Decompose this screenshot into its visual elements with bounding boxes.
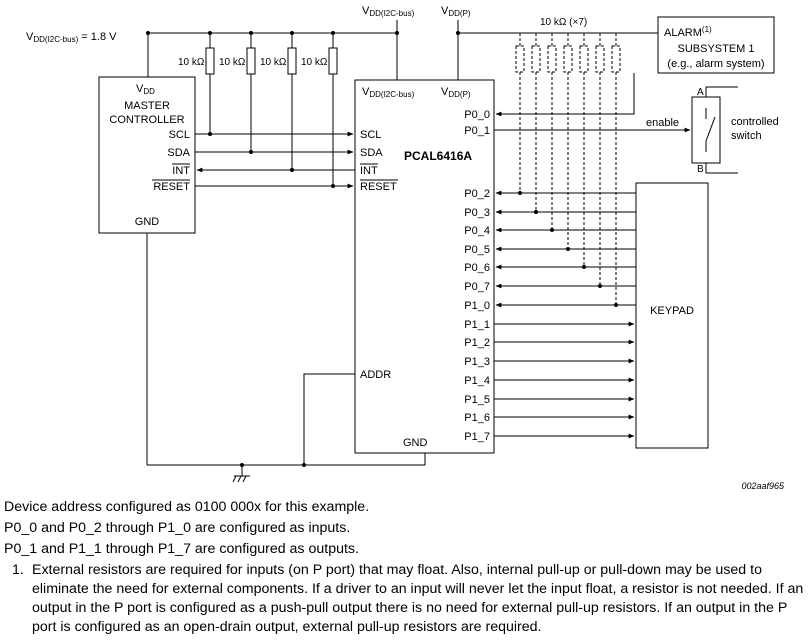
- pullup-label-1: 10 kΩ: [178, 57, 205, 68]
- master-gnd: GND: [135, 216, 160, 228]
- chip-port-labels: P0_0 P0_1 P0_2 P0_3 P0_4 P0_5 P0_6 P0_7 …: [464, 109, 490, 443]
- alarm-line3: (e.g., alarm system): [667, 58, 764, 70]
- vdd-p-top-label: VDD(P): [441, 5, 471, 18]
- bus-junctions: [208, 132, 335, 188]
- pullup-label-3: 10 kΩ: [260, 57, 287, 68]
- note-device-address: Device address configured as 0100 000x f…: [4, 499, 370, 515]
- master-pin-reset: RESET: [153, 181, 190, 193]
- master-title-line2: CONTROLLER: [109, 114, 184, 126]
- pullup-label-4: 10 kΩ: [301, 57, 328, 68]
- chip-pin-p0-2: P0_2: [464, 188, 490, 200]
- chip-pin-p1-1: P1_1: [464, 319, 490, 331]
- resistor-bank-label: 10 kΩ (×7): [540, 17, 587, 28]
- chip-pin-p0-6: P0_6: [464, 262, 490, 274]
- chip-pin-addr: ADDR: [360, 369, 391, 381]
- chip-gnd: GND: [403, 437, 428, 449]
- chip-pin-p0-3: P0_3: [464, 207, 490, 219]
- keypad-box: [635, 182, 709, 449]
- i2c-bus-lines: [195, 131, 355, 189]
- switch-label-line1: controlled: [731, 116, 779, 128]
- master-pin-sda: SDA: [167, 147, 190, 159]
- chip-pin-p1-4: P1_4: [464, 375, 490, 387]
- chip-pin-scl: SCL: [360, 129, 381, 141]
- chip-pin-p0-7: P0_7: [464, 281, 490, 293]
- chip-pin-p0-0: P0_0: [464, 109, 490, 121]
- footnote-item: 1. External resistors are required for i…: [4, 560, 808, 637]
- alarm-title: ALARM(1): [664, 25, 712, 39]
- chip-pin-p1-3: P1_3: [464, 356, 490, 368]
- controlled-switch-box: [691, 96, 721, 164]
- enable-label: enable: [646, 117, 679, 129]
- p0-0-alarm-line: [495, 73, 635, 117]
- master-pin-int: INT: [172, 165, 190, 177]
- ground-network: [146, 233, 426, 483]
- chip-pin-reset: RESET: [360, 181, 397, 193]
- alarm-line2: SUBSYSTEM 1: [677, 43, 754, 55]
- chip-name: PCAL6416A: [404, 149, 472, 163]
- master-pin-scl: SCL: [169, 129, 190, 141]
- chip-pin-p1-5: P1_5: [464, 394, 490, 406]
- chip-pin-int: INT: [360, 165, 378, 177]
- master-vdd-label: VDD: [136, 83, 155, 96]
- note-outputs: P0_1 and P1_1 through P1_7 are configure…: [4, 541, 359, 557]
- ground-junctions: [240, 463, 306, 467]
- switch-pin-a: A: [697, 87, 704, 98]
- switch-wiring: [705, 86, 738, 174]
- vdd-i2c-top-label: VDD(I2C-bus): [362, 5, 415, 18]
- switch-pin-b: B: [697, 164, 704, 175]
- chip-overbars: [360, 163, 398, 181]
- chip-pin-p1-2: P1_2: [464, 337, 490, 349]
- note-inputs: P0_0 and P0_2 through P1_0 are configure…: [4, 520, 351, 536]
- chip-vdd-i2c-label: VDD(I2C-bus): [362, 86, 415, 99]
- footnotes: 1. External resistors are required for i…: [4, 560, 808, 637]
- schematic-diagram: VDD(I2C-bus) = 1.8 V VDD(I2C-bus) VDD(P)…: [26, 5, 785, 491]
- chip-pin-p0-5: P0_5: [464, 244, 490, 256]
- chip-pin-p0-1: P0_1: [464, 125, 490, 137]
- chip-pin-sda: SDA: [360, 147, 383, 159]
- switch-label-line2: switch: [731, 130, 762, 142]
- chip-pin-p0-4: P0_4: [464, 225, 490, 237]
- keypad-label: KEYPAD: [650, 305, 694, 317]
- master-overbars: [152, 163, 190, 181]
- pullup-label-2: 10 kΩ: [219, 57, 246, 68]
- alarm-subsystem-box: [657, 16, 775, 74]
- figure-id: 002aaf965: [741, 481, 785, 491]
- chip-pin-p1-7: P1_7: [464, 431, 490, 443]
- notes: Device address configured as 0100 000x f…: [4, 497, 808, 637]
- vdd-i2c-left-label: VDD(I2C-bus) = 1.8 V: [26, 31, 117, 44]
- chip-pin-p1-6: P1_6: [464, 412, 490, 424]
- footnote-text: External resistors are required for inpu…: [32, 562, 804, 635]
- supply-junctions: [146, 31, 460, 35]
- keypad-input-lines: [495, 190, 636, 308]
- footnote-number: 1.: [12, 562, 24, 578]
- pullup-leads: [209, 74, 334, 186]
- keypad-output-lines: [494, 321, 635, 439]
- chip-vdd-p-label: VDD(P): [441, 86, 471, 99]
- pullup-resistors: [205, 47, 338, 75]
- resistor-bank: [515, 33, 621, 305]
- master-title-line1: MASTER: [124, 100, 170, 112]
- chip-pin-p1-0: P1_0: [464, 300, 490, 312]
- supply-rails: [147, 20, 658, 80]
